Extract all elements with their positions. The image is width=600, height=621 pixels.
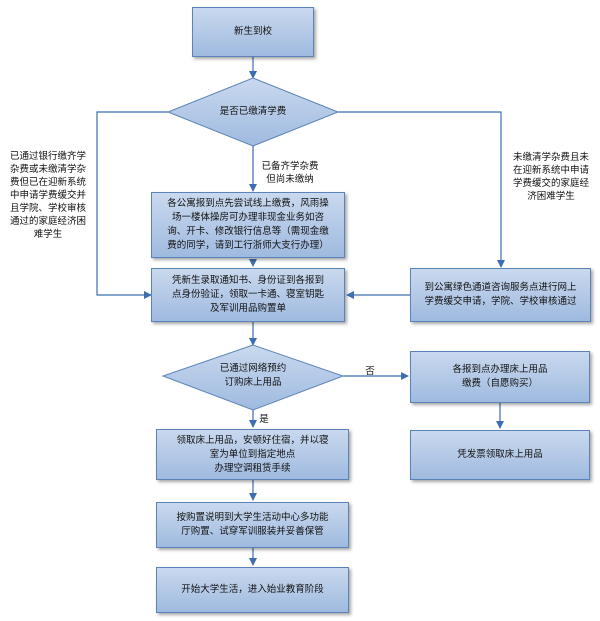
buy-step-text: 各报到点办理床上用品 缴费（自愿购买） — [452, 364, 548, 389]
military-step-text: 按购置说明到大学生活动中心多功能 厅购置、试穿军训服装并妥善保管 — [176, 512, 329, 537]
register-step-text: 凭新生录取通知书、身份证到各报到 点身份验证，领取一卡通、寝室钥匙 及军训用品购… — [171, 275, 324, 314]
left-branch-label: 已通过银行缴齐学 杂费或未缴清学杂 费但已在迎新系统 中申请学费缓交并 且学院、… — [9, 151, 86, 240]
green-channel-box: 到公寓绿色通道咨询服务点进行网上 学费缓交申请，学院、学校审核通过 — [410, 268, 591, 322]
decision1-text: 是否已缴清学费 — [219, 106, 287, 117]
no-label: 否 — [365, 366, 375, 377]
register-step-box: 凭新生录取通知书、身份证到各报到 点身份验证，领取一卡通、寝室钥匙 及军训用品购… — [151, 268, 345, 322]
yes-label: 是 — [259, 414, 269, 425]
collect-step-box: 领取床上用品，安顿好住宿，并以寝 室为单位到指定地点 办理空调租赁手续 — [156, 429, 349, 480]
buy-step-box: 各报到点办理床上用品 缴费（自愿购买） — [410, 351, 590, 403]
pay-step-text: 各公寓报到点先尝试线上缴费，风雨操 场一楼体操房可办理非现金业务如咨 询、开卡、… — [167, 198, 329, 251]
decision2-text: 已通过网络预约 订购床上用品 — [219, 363, 287, 388]
end-step-box: 开始大学生活，进入始业教育阶段 — [156, 567, 349, 613]
pay-step-box: 各公寓报到点先尝试线上缴费，风雨操 场一楼体操房可办理非现金业务如咨 询、开卡、… — [151, 192, 345, 258]
arrow-decision1-right-branch — [338, 111, 505, 268]
decision1-diamond — [166, 77, 340, 147]
start-box: 新生到校 — [192, 7, 314, 57]
start-text: 新生到校 — [233, 26, 272, 37]
right-branch-label: 未缴清学杂费且未 在迎新系统中申请 学费缓交的家庭经 济困难学生 — [512, 152, 589, 202]
arrow-decision1-left-branch — [96, 111, 168, 299]
collect-step-text: 领取床上用品，安顿好住宿，并以寝 室为单位到指定地点 办理空调租赁手续 — [176, 434, 329, 474]
military-step-box: 按购置说明到大学生活动中心多功能 厅购置、试穿军训服装并妥善保管 — [156, 502, 349, 548]
end-step-text: 开始大学生活，进入始业教育阶段 — [181, 584, 324, 595]
green-channel-text: 到公寓绿色通道咨询服务点进行网上 学费缓交申请，学院、学校审核通过 — [424, 282, 577, 307]
invoice-step-box: 凭发票领取床上用品 — [410, 430, 590, 480]
invoice-step-text: 凭发票领取床上用品 — [457, 449, 543, 460]
middle-branch-label: 已备齐学杂费 但尚未缴纳 — [261, 161, 319, 185]
decision2-diamond — [161, 344, 345, 411]
